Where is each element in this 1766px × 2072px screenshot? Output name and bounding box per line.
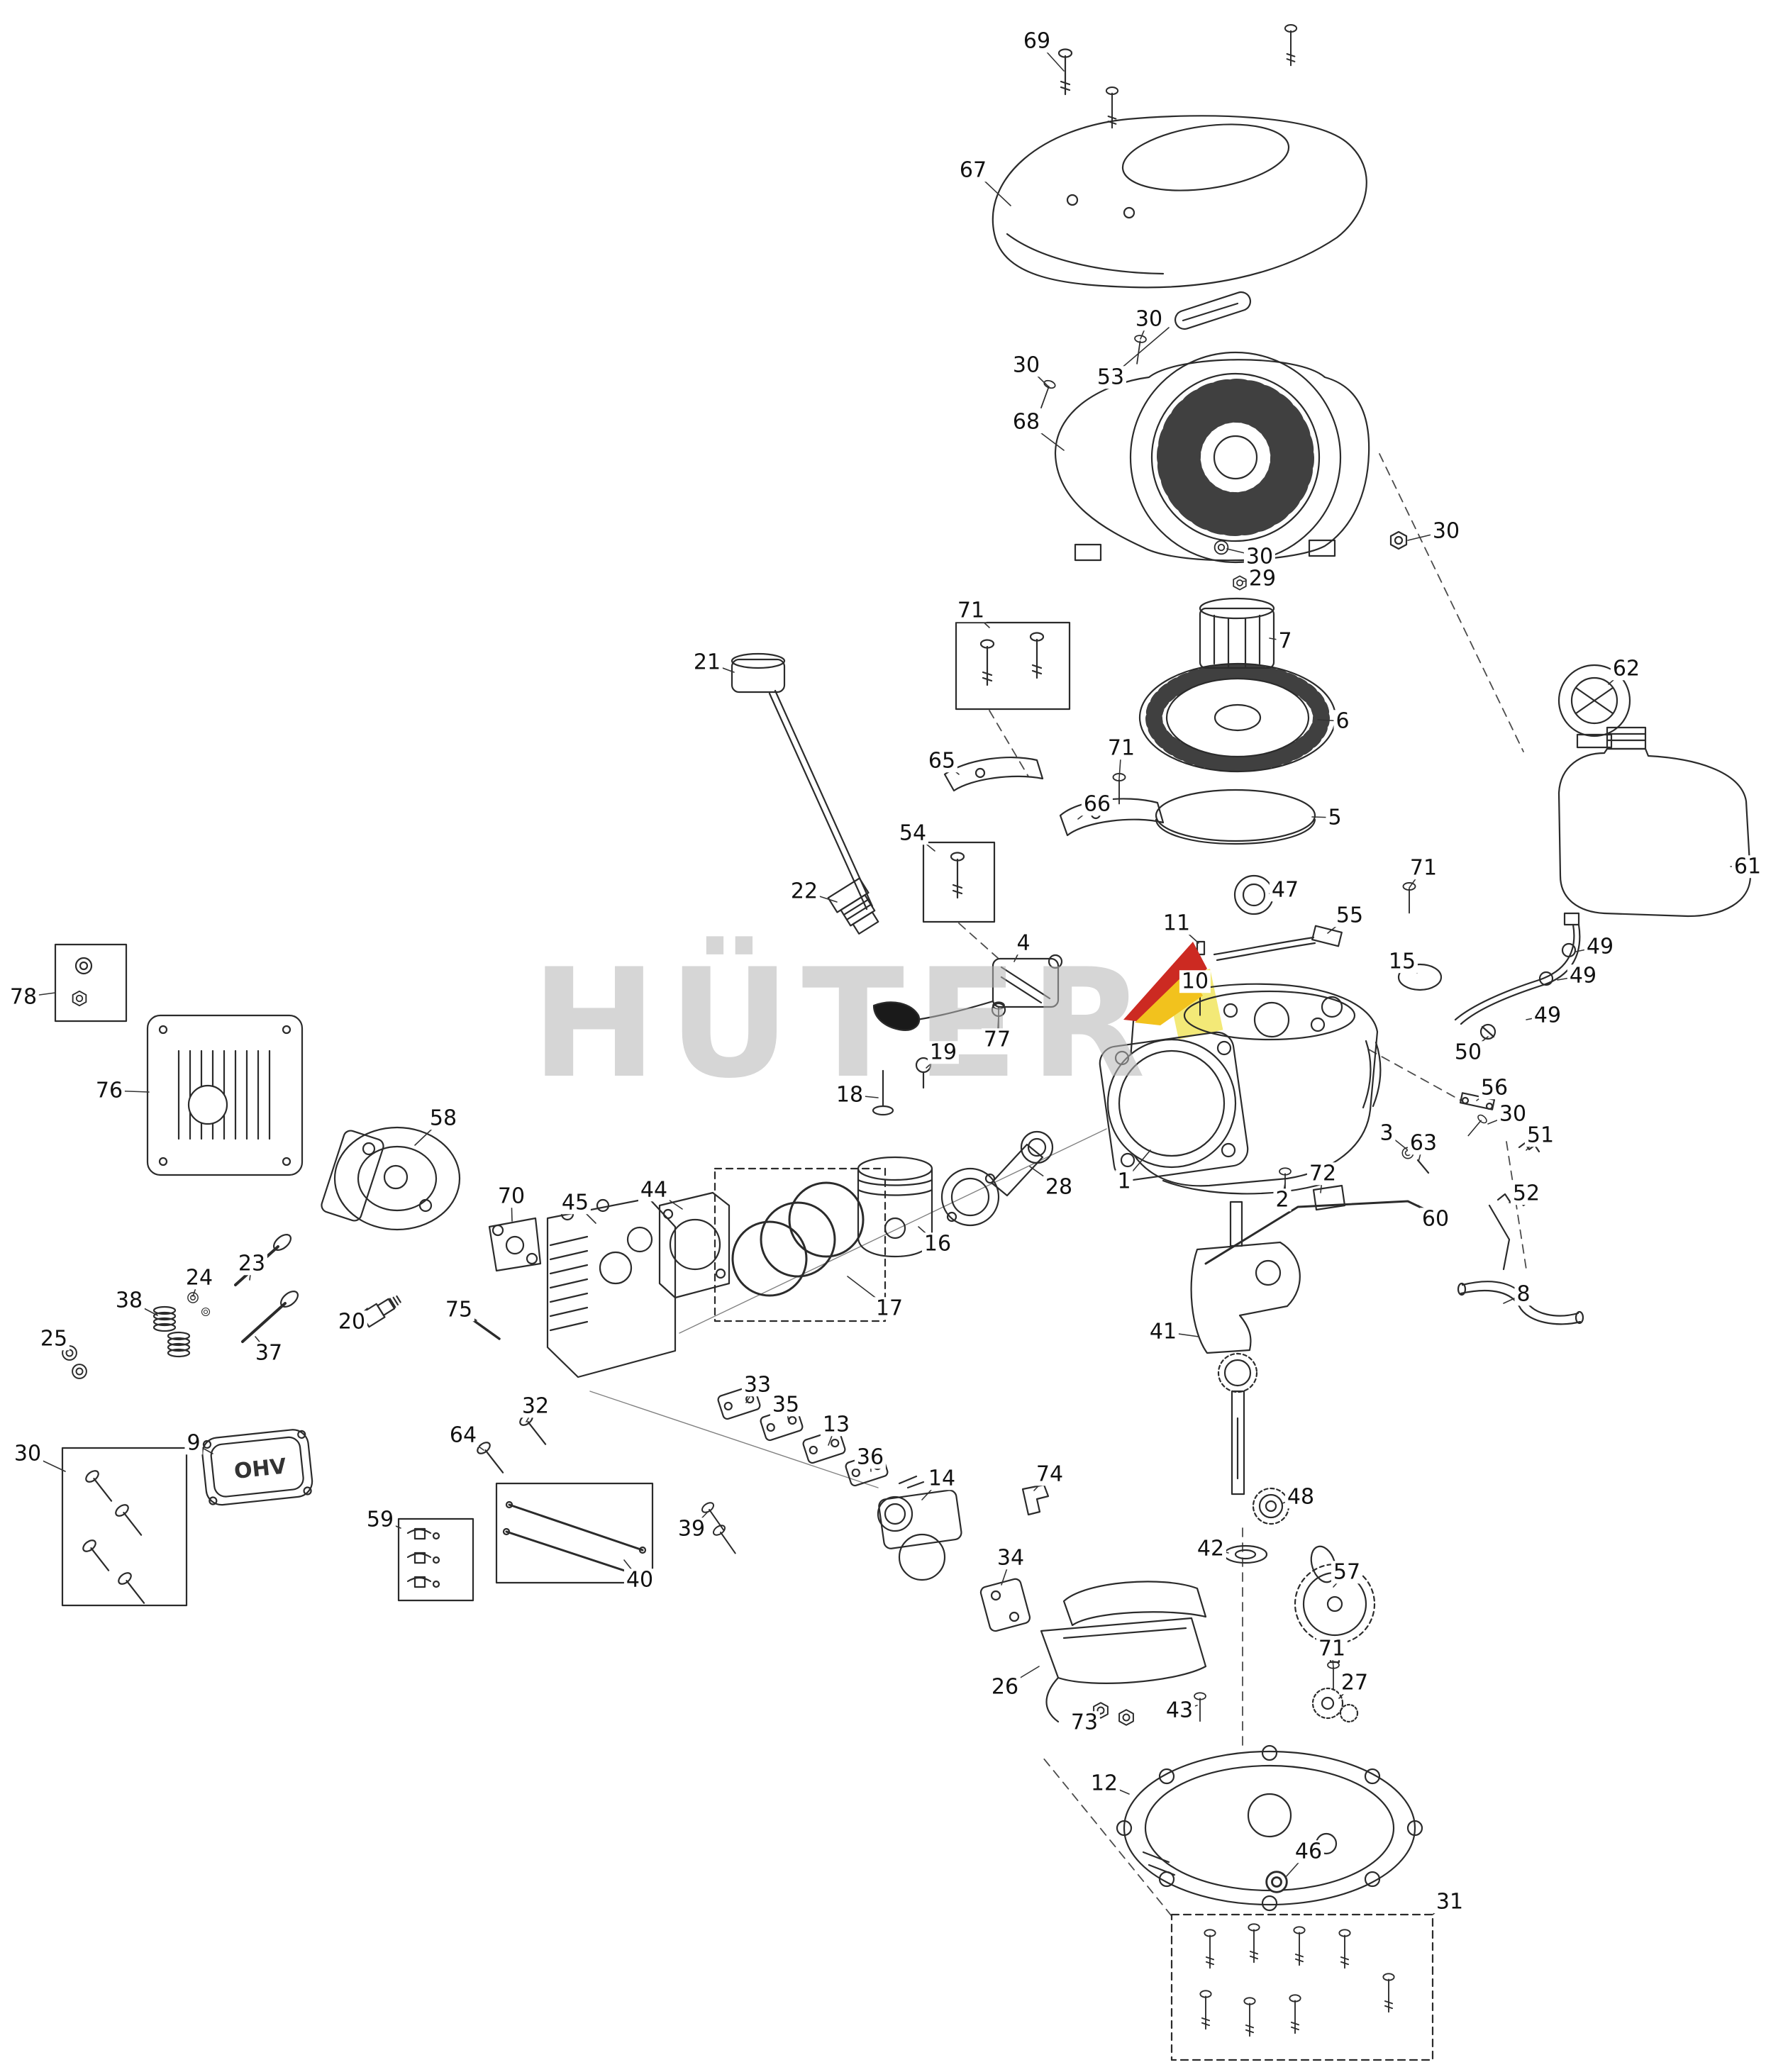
- sump-art: [1116, 1744, 1423, 1912]
- valve-cover-art: [201, 1429, 313, 1506]
- callout-leader: [921, 1478, 943, 1500]
- ignition-coil-art: [872, 954, 1063, 1032]
- starter-grip-art: [1035, 291, 1252, 411]
- piston-art: [857, 1156, 933, 1258]
- camshaft-art: [1294, 1545, 1376, 1664]
- callout-leader: [379, 1519, 401, 1529]
- callout-leader: [1407, 530, 1447, 541]
- bolt-box-54-art: [922, 841, 996, 923]
- callout-leader: [109, 1090, 150, 1093]
- callout-leader: [1331, 1648, 1334, 1669]
- callout-leader: [53, 1338, 69, 1352]
- callout-leader: [1311, 816, 1335, 818]
- callout-leader: [1338, 1682, 1355, 1699]
- cooling-plate-art: [1155, 789, 1316, 845]
- brand-watermark: HÜTER: [531, 936, 1157, 1111]
- callout-leader: [918, 1226, 938, 1244]
- fuel-tank-art: [1557, 726, 1752, 926]
- callout-leader: [785, 1404, 789, 1422]
- callout-leader: [1104, 1783, 1130, 1795]
- shroud-art: [943, 756, 1165, 837]
- wire-connector-art: [1213, 925, 1343, 962]
- callout-leader: [462, 1435, 484, 1451]
- callout-leader: [1487, 1113, 1514, 1125]
- callout-leader: [1418, 1142, 1424, 1162]
- callout-leader: [255, 1336, 270, 1354]
- callout-leader: [1401, 961, 1418, 974]
- assembly-dashed-lines: [958, 453, 1527, 1917]
- callout-leader: [1140, 318, 1150, 340]
- cover-15-art: [1397, 881, 1443, 991]
- fan-housing-art: [1054, 351, 1408, 591]
- callout-leader: [1179, 1705, 1198, 1711]
- callout-leader: [1077, 803, 1098, 820]
- callout-leader: [972, 169, 1011, 206]
- callout-leader: [1026, 364, 1049, 387]
- carburetor-art: [589, 1385, 1050, 1632]
- bolt-box-30-art: [61, 1447, 188, 1608]
- bearing-art: [1233, 874, 1274, 915]
- callout-leader: [1162, 1331, 1199, 1337]
- callout-leader: [27, 1453, 66, 1472]
- callout-leader: [1432, 1901, 1450, 1915]
- muffler-art: [321, 1126, 542, 1272]
- oil-sensor-art: [827, 877, 879, 935]
- callout-leader: [1033, 1474, 1050, 1491]
- worm-gear-art: [1223, 1487, 1290, 1564]
- dipstick-art: [731, 652, 874, 910]
- callout-leader: [1327, 915, 1350, 934]
- callout-leader: [847, 1276, 890, 1309]
- air-box-art: [1040, 1581, 1207, 1726]
- tappet-art: [872, 1057, 932, 1116]
- callout-leader: [511, 1196, 513, 1222]
- cylinder-block-art: [1099, 983, 1382, 1211]
- key-bolt-art: [1193, 940, 1207, 1016]
- small-hardware-art: [397, 1411, 742, 1602]
- callout-leader: [706, 662, 735, 673]
- callout-leader: [1467, 1036, 1489, 1053]
- callout-leader: [691, 1511, 709, 1530]
- callout-leader: [1320, 1173, 1323, 1193]
- brand-flame-icon: [1123, 942, 1207, 1025]
- governor-gear-art: [1194, 1661, 1359, 1723]
- callout-leader: [653, 1189, 683, 1210]
- fuel-line-art: [1454, 923, 1581, 1040]
- callout-leader: [1284, 1851, 1309, 1878]
- callout-leader: [1029, 1166, 1060, 1188]
- fuel-cap-art: [1557, 664, 1631, 749]
- callout-leader: [1004, 1666, 1040, 1688]
- bolt-box-31-art: [1170, 1913, 1434, 2061]
- hardware-box-78-art: [54, 943, 128, 1023]
- callout-leader: [1526, 1135, 1541, 1151]
- pipe-art: [1457, 1281, 1584, 1325]
- crankshaft-art: [1190, 1201, 1301, 1495]
- callout-leader: [870, 1456, 872, 1472]
- callout-leader: [458, 1309, 477, 1321]
- callout-leader: [1282, 1496, 1301, 1504]
- stator-art: [1199, 597, 1275, 669]
- callout-leader: [1509, 1193, 1527, 1203]
- callout-leader: [1526, 1015, 1548, 1020]
- callout-leader: [1386, 1132, 1409, 1151]
- valve-train-art: [62, 1234, 501, 1379]
- callout-leader: [23, 992, 56, 998]
- callout-leader: [1226, 548, 1260, 557]
- top-cover-art: [992, 115, 1367, 289]
- callout-leader: [804, 891, 838, 903]
- bolt-box-71-art: [955, 621, 1071, 711]
- connecting-rod-art: [940, 1130, 1054, 1227]
- callout-leader: [1409, 867, 1424, 889]
- callout-leader: [1269, 637, 1286, 642]
- muffler-guard-art: [146, 1014, 304, 1176]
- flywheel-art: [1138, 662, 1337, 773]
- cylinder-head-art: [546, 1128, 1107, 1378]
- valve-cover-ohv-label: OHV: [233, 1454, 288, 1484]
- piston-rings-art: [713, 1167, 887, 1322]
- top-screws-art: [1057, 24, 1298, 129]
- callout-leader: [128, 1300, 158, 1316]
